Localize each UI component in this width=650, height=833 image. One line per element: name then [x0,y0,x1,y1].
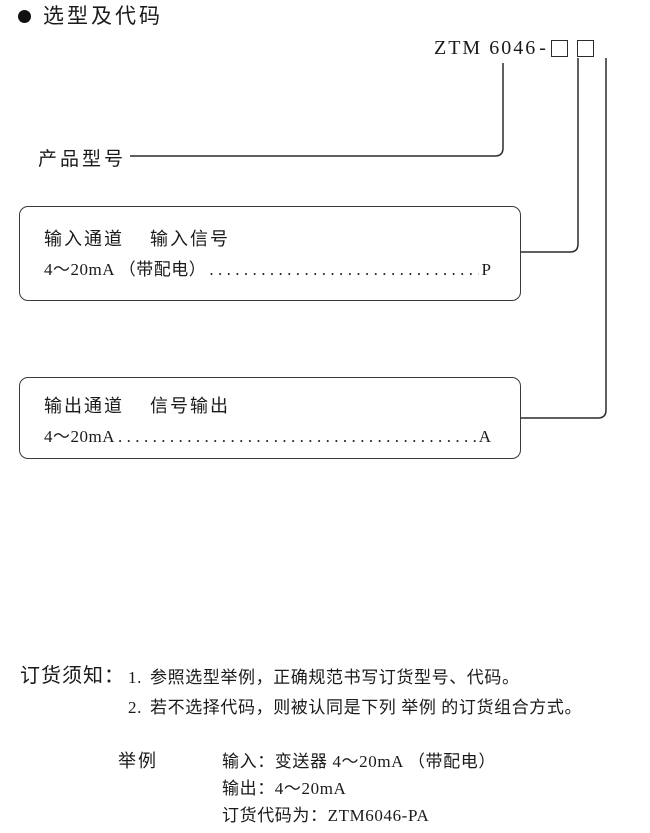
input-box-heading-right: 输入信号 [150,229,230,249]
leader-product-model [130,63,504,157]
example-line-order-code: 订货代码为：ZTM6046-PA [222,806,430,825]
model-code-slot-2[interactable] [576,40,594,57]
output-box-heading-right: 信号输出 [150,396,230,416]
model-code-dash: - [539,37,548,59]
input-spec-leader: ........................................… [209,260,478,279]
example-line-input: 输入：变送器 4～20mA （带配电） [222,752,496,771]
input-spec-row: 4～20mA （带配电） ...........................… [44,255,504,280]
model-code-prefix: ZTM [434,37,483,59]
option-box-input: 输入通道 输入信号 4～20mA （带配电） ..................… [19,206,521,301]
ordering-note-item: 2. 若不选择代码，则被认同是下列 举例 的订货组合方式。 [128,693,582,718]
ordering-note-text: 参照选型举例，正确规范书写订货型号、代码。 [150,668,520,687]
example-label: 举例 [118,751,158,771]
model-code-number: 6046 [489,37,538,59]
input-spec-code: P [481,260,491,279]
page-title-text: 选型及代码 [43,4,163,28]
input-box-heading: 输入通道 输入信号 [44,225,230,251]
output-box-heading: 输出通道 信号输出 [44,392,230,418]
leader-output-box [521,58,607,419]
option-box-output: 输出通道 信号输出 4～20mA ........................… [19,377,521,459]
ordering-note-text: 若不选择代码，则被认同是下列 举例 的订货组合方式。 [150,698,583,717]
bullet-icon [18,10,31,23]
output-spec-code: A [478,427,491,446]
model-code-display: ZTM 6046 - [434,37,594,60]
product-model-label: 产品型号 [38,149,127,170]
output-box-heading-left: 输出通道 [44,396,124,416]
page-title: 选型及代码 [18,6,163,27]
example-line-output: 输出：4～20mA [222,779,347,798]
leader-input-box [521,58,579,253]
ordering-note-number: 1. [128,668,142,687]
model-code-slot-1[interactable] [550,40,568,57]
output-spec-label: 4～20mA [44,427,115,446]
output-spec-leader: ........................................… [118,427,476,446]
output-spec-row: 4～20mA .................................… [44,422,504,447]
input-box-heading-left: 输入通道 [44,229,124,249]
ordering-note-number: 2. [128,698,142,717]
ordering-note-item: 1. 参照选型举例，正确规范书写订货型号、代码。 [128,663,520,688]
input-spec-label: 4～20mA （带配电） [44,260,207,279]
ordering-notes-label: 订货须知： [20,665,125,687]
